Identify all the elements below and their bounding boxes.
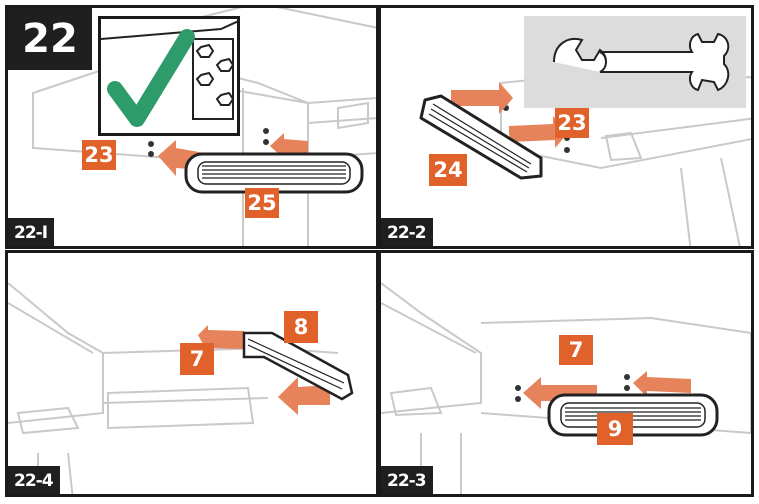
detail-inset — [98, 16, 240, 136]
part-tag-24: 24 — [429, 154, 467, 186]
panel-22-4: 8 7 22-4 — [5, 250, 379, 497]
part-tag-7: 7 — [180, 343, 214, 375]
checkmark-icon — [107, 29, 195, 127]
wrench-icon — [553, 32, 730, 92]
part-tag-23: 23 — [82, 140, 116, 170]
part-tag-8: 8 — [284, 311, 318, 343]
panel-22-1: 22 23 25 22-I — [5, 5, 379, 249]
tool-callout — [524, 16, 746, 108]
part-tag-9: 9 — [597, 413, 633, 445]
step-22-3-illustration — [381, 282, 751, 494]
step-22-2-illustration — [419, 66, 751, 246]
step-22-1-illustration — [32, 8, 376, 246]
sub-step-label: 22-2 — [381, 218, 433, 246]
sub-step-label: 22-3 — [381, 466, 433, 494]
part-tag-7: 7 — [559, 335, 593, 365]
part-tag-23: 23 — [555, 108, 589, 138]
part-tag-25: 25 — [245, 188, 279, 218]
step-22-4-illustration — [8, 282, 354, 494]
panel-22-2: 24 23 22-2 — [378, 5, 754, 249]
sub-step-label: 22-I — [8, 218, 55, 246]
panel-22-3: 7 9 22-3 — [378, 250, 754, 497]
step-number: 22 — [8, 8, 92, 70]
sub-step-label: 22-4 — [8, 466, 60, 494]
